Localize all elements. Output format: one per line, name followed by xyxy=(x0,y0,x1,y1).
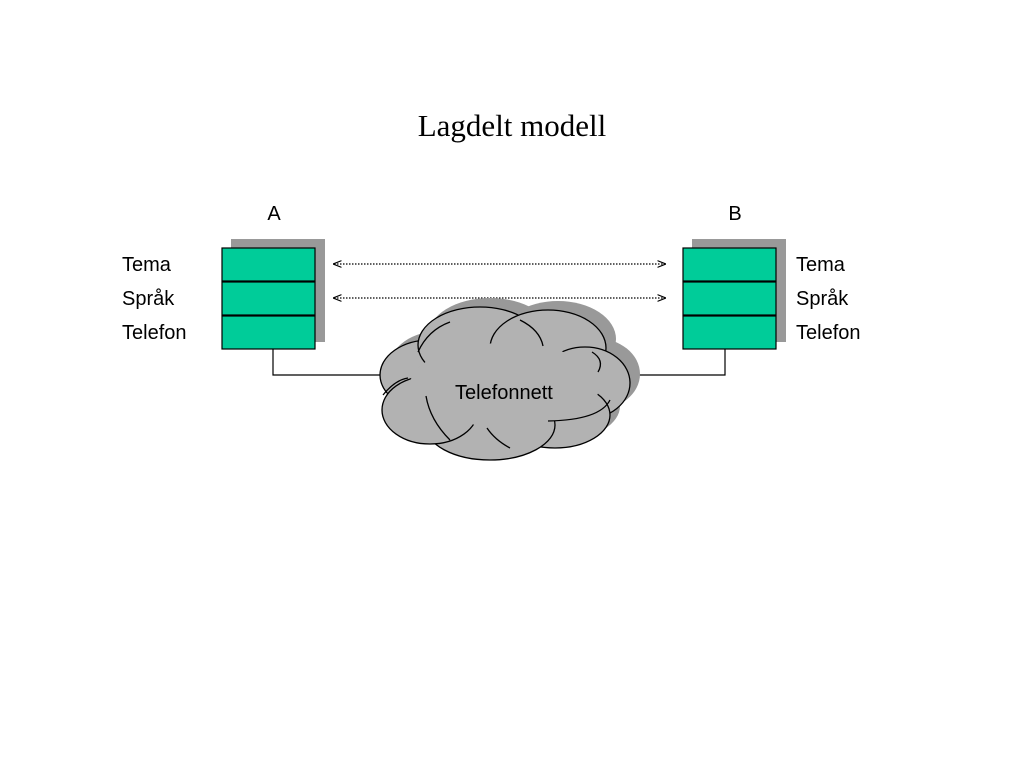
node-a-layer-label-tema: Tema xyxy=(122,254,171,276)
node-b-layer-telefon xyxy=(682,315,777,350)
node-b-layer-label-telefon: Telefon xyxy=(796,322,861,344)
node-a-layer-telefon xyxy=(221,315,316,350)
node-a-layer-label-telefon: Telefon xyxy=(122,322,187,344)
node-a-stack xyxy=(221,239,325,350)
network-cloud xyxy=(379,306,631,461)
node-a-layer-tema xyxy=(221,247,316,282)
link-a-to-network xyxy=(272,349,385,376)
link-b-to-network xyxy=(620,349,726,376)
node-a-layer-sprak xyxy=(221,281,316,316)
node-b-layer-tema xyxy=(682,247,777,282)
node-b-stack xyxy=(682,239,786,350)
node-b-layer-sprak xyxy=(682,281,777,316)
node-a-layer-label-sprak: Språk xyxy=(122,288,175,310)
node-b-layer-label-tema: Tema xyxy=(796,254,845,276)
page-title: Lagdelt modell xyxy=(417,108,607,143)
node-b-label: B xyxy=(728,203,742,225)
node-a-label: A xyxy=(267,203,281,225)
network-label: Telefonnett xyxy=(455,382,553,404)
node-b-layer-label-sprak: Språk xyxy=(796,288,849,310)
